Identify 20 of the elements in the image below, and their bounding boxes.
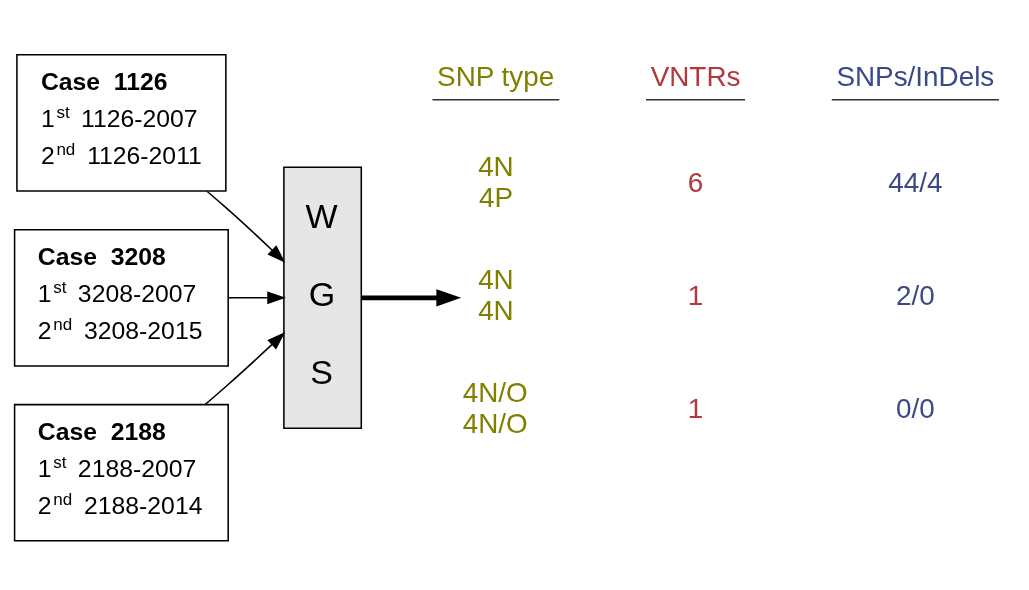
label: SNPs/InDels — [836, 60, 995, 92]
label: 6 — [687, 166, 704, 198]
label: 2/0 — [896, 279, 935, 311]
node-box: Case 1126 1$^{st}$ 1126-2007 2$^{nd}$ 1126-2011 — [16, 53, 227, 192]
label: SNP type — [437, 60, 555, 92]
arrow — [206, 190, 286, 263]
arrow — [204, 331, 286, 405]
label: 0/0 — [896, 392, 935, 424]
label: 4N 4P — [478, 150, 514, 213]
node-box: W G S — [283, 166, 363, 429]
node-box: Case 3208 1$^{st}$ 3208-2007 2$^{nd}$ 3208-2015 — [13, 228, 229, 367]
label: 1 — [687, 392, 704, 424]
node-text: 4N 4N — [478, 263, 514, 326]
node-box: Case 2188 1$^{st}$ 2188-2007 2$^{nd}$ 2188-2014 — [13, 403, 229, 542]
arrow — [227, 290, 286, 304]
arrow — [361, 288, 462, 306]
label: 4N/O 4N/O — [462, 376, 528, 439]
label: 1 — [687, 279, 704, 311]
label: 44/4 — [888, 166, 943, 198]
label: VNTRs — [650, 60, 741, 92]
